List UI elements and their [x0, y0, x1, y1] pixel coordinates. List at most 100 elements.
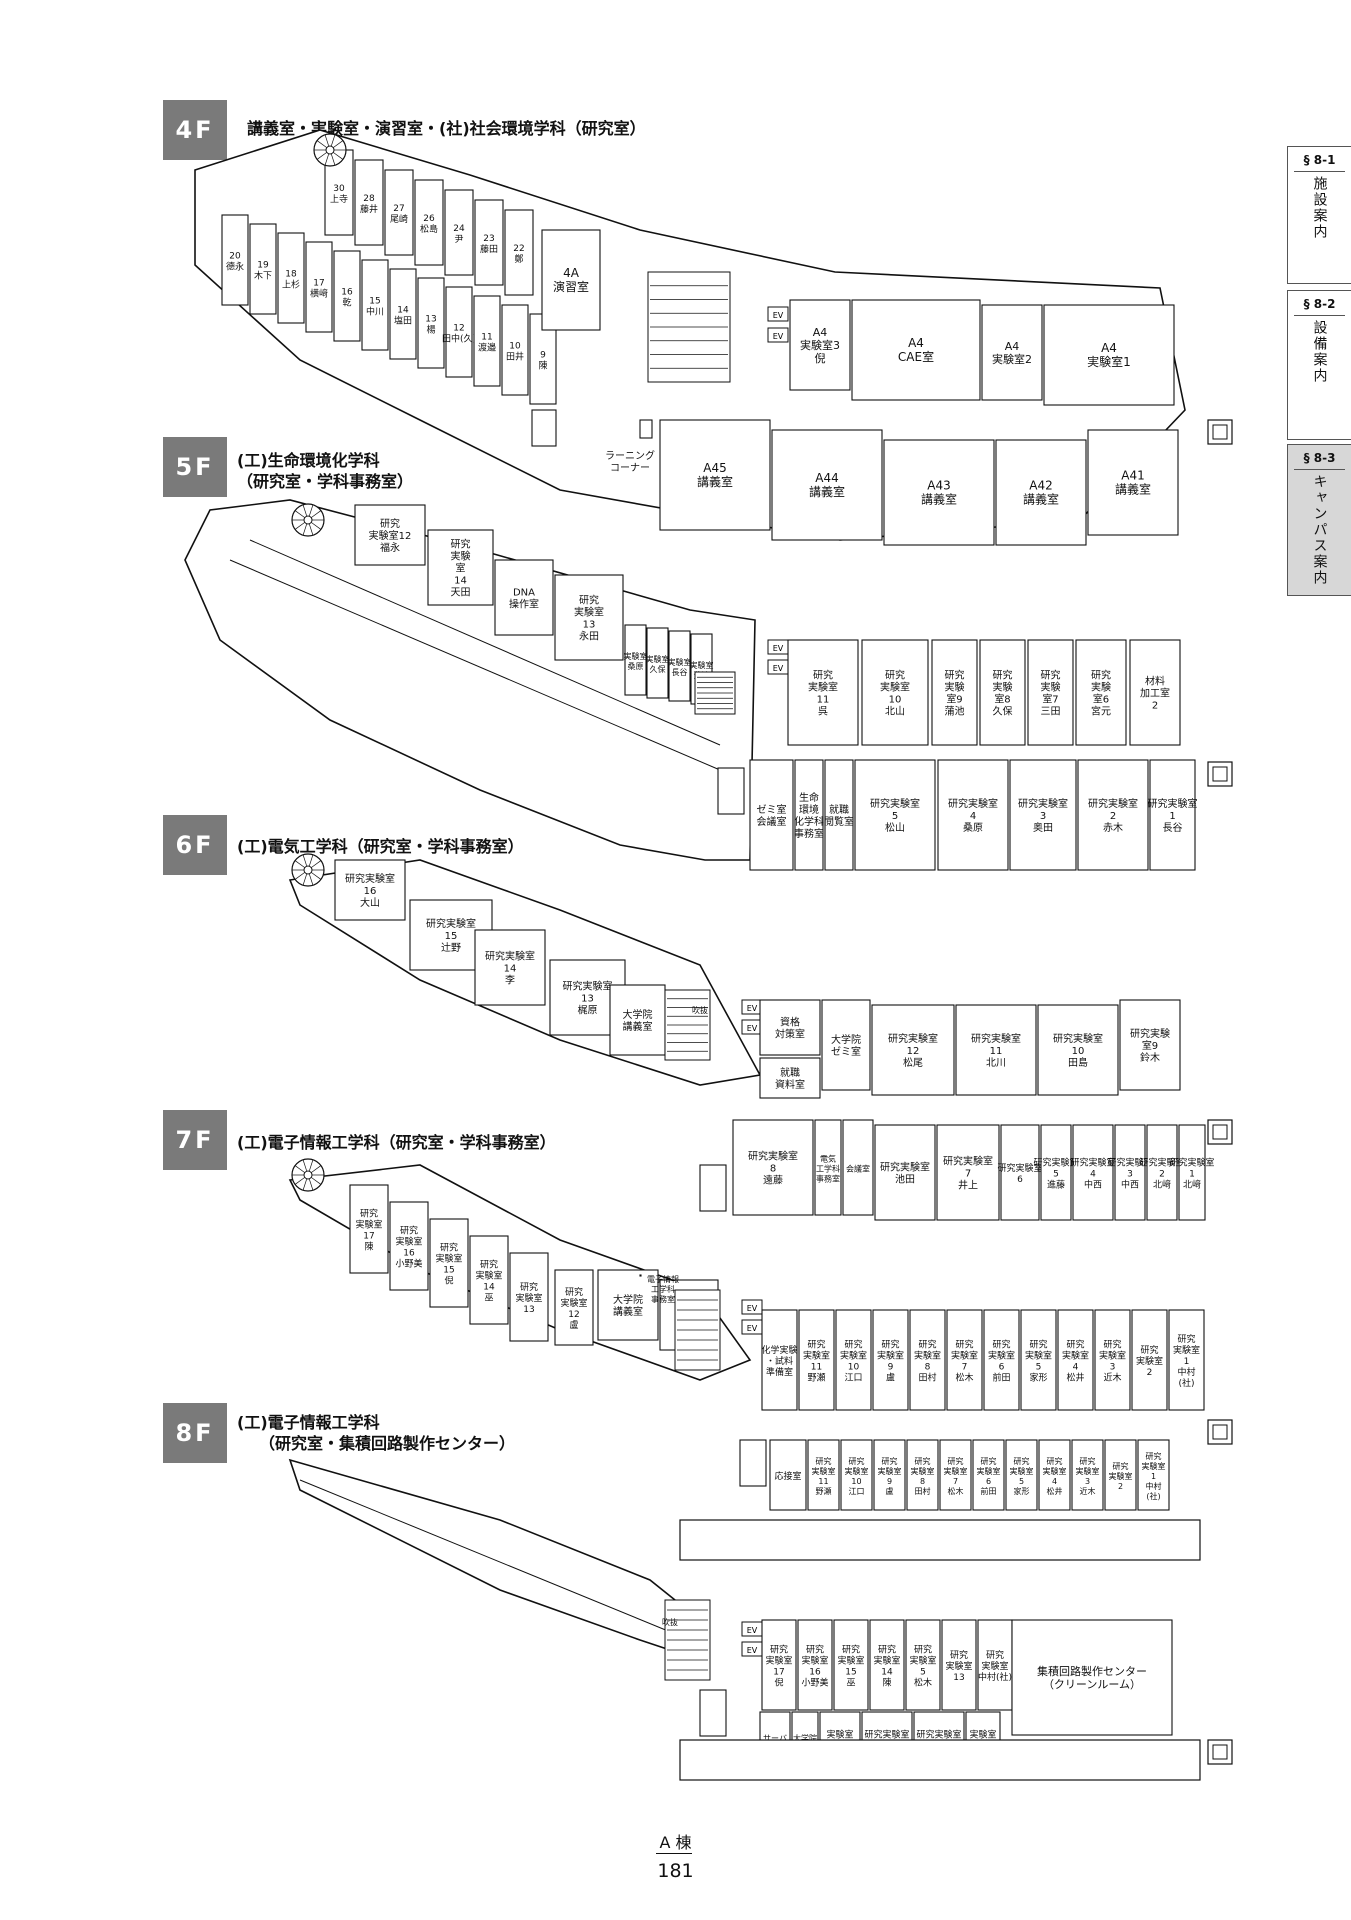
room-5f-east-13 [1075, 639, 1127, 746]
spiral-stair-6f-step [302, 854, 308, 867]
room-4f-24 [354, 159, 384, 246]
room-7f-west-4 [509, 1252, 549, 1342]
spiral-stair-4f-core [325, 145, 335, 155]
spiral-stair-5f-step [311, 510, 322, 518]
room-4f-a43 [883, 439, 995, 546]
learning-corner-label: ラーニングコーナー [605, 449, 655, 474]
spiral-stair-7f-step [308, 1178, 314, 1191]
tab-equipment-guide[interactable]: § 8-2 設備案内 [1287, 290, 1351, 440]
tab-campus-guide[interactable]: § 8-3 キャンパス案内 [1287, 444, 1351, 596]
room-7f-east-18 [1094, 1309, 1131, 1411]
floor-badge-4f: 4F [163, 100, 227, 160]
room-4f-25 [384, 169, 414, 256]
floor-badge-6f: 6F [163, 815, 227, 875]
spiral-stair-4f-step [330, 153, 336, 166]
room-5f-dna [494, 559, 554, 636]
ev-4f-a-label: EV [773, 311, 784, 320]
room-5f-low-15-label: ゼミ室会議室 [757, 803, 787, 828]
void-rail-5f [229, 559, 721, 771]
room-6f-grad-seminar [821, 999, 871, 1091]
room-4f-cae [851, 299, 981, 401]
room-5f-low-16 [794, 759, 824, 871]
room-4f-lab2 [981, 304, 1043, 401]
room-5f-lab14 [427, 529, 494, 606]
floor-badge-8f: 8F [163, 1403, 227, 1463]
room-7f-low-10 [807, 1439, 840, 1511]
tab-facility-guide[interactable]: § 8-1 施設案内 [1287, 146, 1351, 284]
ev-6f-b-label: EV [747, 1024, 758, 1033]
page-number: 181 [657, 1860, 694, 1882]
room-8f-east-5 [941, 1619, 977, 1711]
room-7f-west-1 [389, 1201, 429, 1291]
void-rail-5f [249, 539, 721, 746]
room-6f-lab6 [1000, 1124, 1040, 1221]
spiral-stair-6f-step [294, 860, 305, 868]
tab-facility-guide-label: 施設案内 [1311, 176, 1328, 240]
room-6f-lab1 [1178, 1124, 1206, 1221]
spiral-stair-7f-core [303, 1170, 313, 1180]
spiral-stair-4f-step [330, 134, 336, 147]
learning-desk-icon [639, 419, 653, 439]
spiral-stair-7f-step [294, 1177, 305, 1185]
room-5f-small-4-label: 実験室桑原 [624, 651, 648, 671]
room-6f-qualify [759, 999, 821, 1056]
room-6f-grad-seminar-label: 大学院ゼミ室 [831, 1033, 861, 1058]
room-5f-low-21 [1077, 759, 1149, 871]
sep [639, 1274, 642, 1277]
room-6f-grad-lecture [609, 984, 666, 1056]
room-7f-grad-lecture [597, 1269, 659, 1341]
spiral-stair-7f-step [308, 1159, 314, 1172]
room-6f-lab11 [955, 1004, 1037, 1096]
void-rail-8f [299, 1479, 691, 1641]
room-6f-lab5 [1040, 1124, 1072, 1221]
spiral-stair-5f-step [294, 510, 305, 518]
ev-8f-b-label: EV [747, 1646, 758, 1655]
tab-divider [1294, 469, 1345, 470]
room-7f-low-13 [906, 1439, 939, 1511]
atrium-label-6f: 吹抜 [692, 1005, 708, 1015]
room-6f-office-label: 電気工学科事務室 [816, 1154, 840, 1184]
spiral-stair-6f-step [302, 873, 308, 886]
footer-rule [656, 1853, 692, 1854]
toilet-icon-5f [717, 767, 745, 815]
room-7f-grad-lecture-label: 大学院講義室 [613, 1293, 643, 1318]
spiral-stair-6f-step [308, 873, 314, 886]
toilet-icon-8f [699, 1689, 727, 1737]
spiral-stair-7f-step [311, 1165, 322, 1173]
room-6f-lab3 [1114, 1124, 1146, 1221]
